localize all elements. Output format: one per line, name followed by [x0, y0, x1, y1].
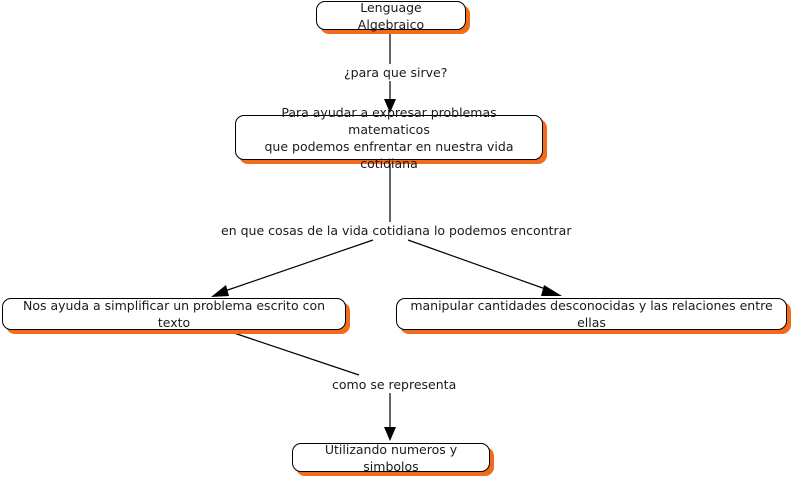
link-label-como-se-representa[interactable]: como se representa: [329, 376, 460, 393]
node-label: Lenguage Algebraico: [357, 0, 425, 32]
node-label: manipular cantidades desconocidas y las …: [410, 298, 773, 330]
node-label: Nos ayuda a simplificar un problema escr…: [22, 298, 326, 330]
node-utilizando-numeros-y-simbolos[interactable]: Utilizando numeros y simbolos: [292, 441, 490, 474]
link-label-para-que-sirve[interactable]: ¿para que sirve?: [341, 64, 451, 81]
node-label: Utilizando numeros y simbolos: [324, 441, 458, 474]
node-manipular-cantidades[interactable]: manipular cantidades desconocidas y las …: [396, 298, 787, 330]
edge-simplificar-to-label-line: [230, 331, 360, 376]
arrowhead-to-simplificar: [211, 285, 229, 297]
edge-branch-to-simplificar-line: [221, 239, 374, 293]
arrowhead-down-to-utilizando: [384, 427, 396, 441]
node-para-ayudar-a-expresar[interactable]: Para ayudar a expresar problemas matemat…: [235, 105, 543, 171]
link-label-en-que-cosas[interactable]: en que cosas de la vida cotidiana lo pod…: [218, 222, 575, 239]
arrowhead-to-manipular: [541, 285, 562, 296]
node-lenguage-algebraico[interactable]: Lenguage Algebraico: [316, 0, 466, 32]
node-nos-ayuda-a-simplificar[interactable]: Nos ayuda a simplificar un problema escr…: [2, 298, 346, 330]
node-label: Para ayudar a expresar problemas matemat…: [264, 104, 514, 171]
edge-branch-to-manipular-line: [407, 239, 552, 292]
